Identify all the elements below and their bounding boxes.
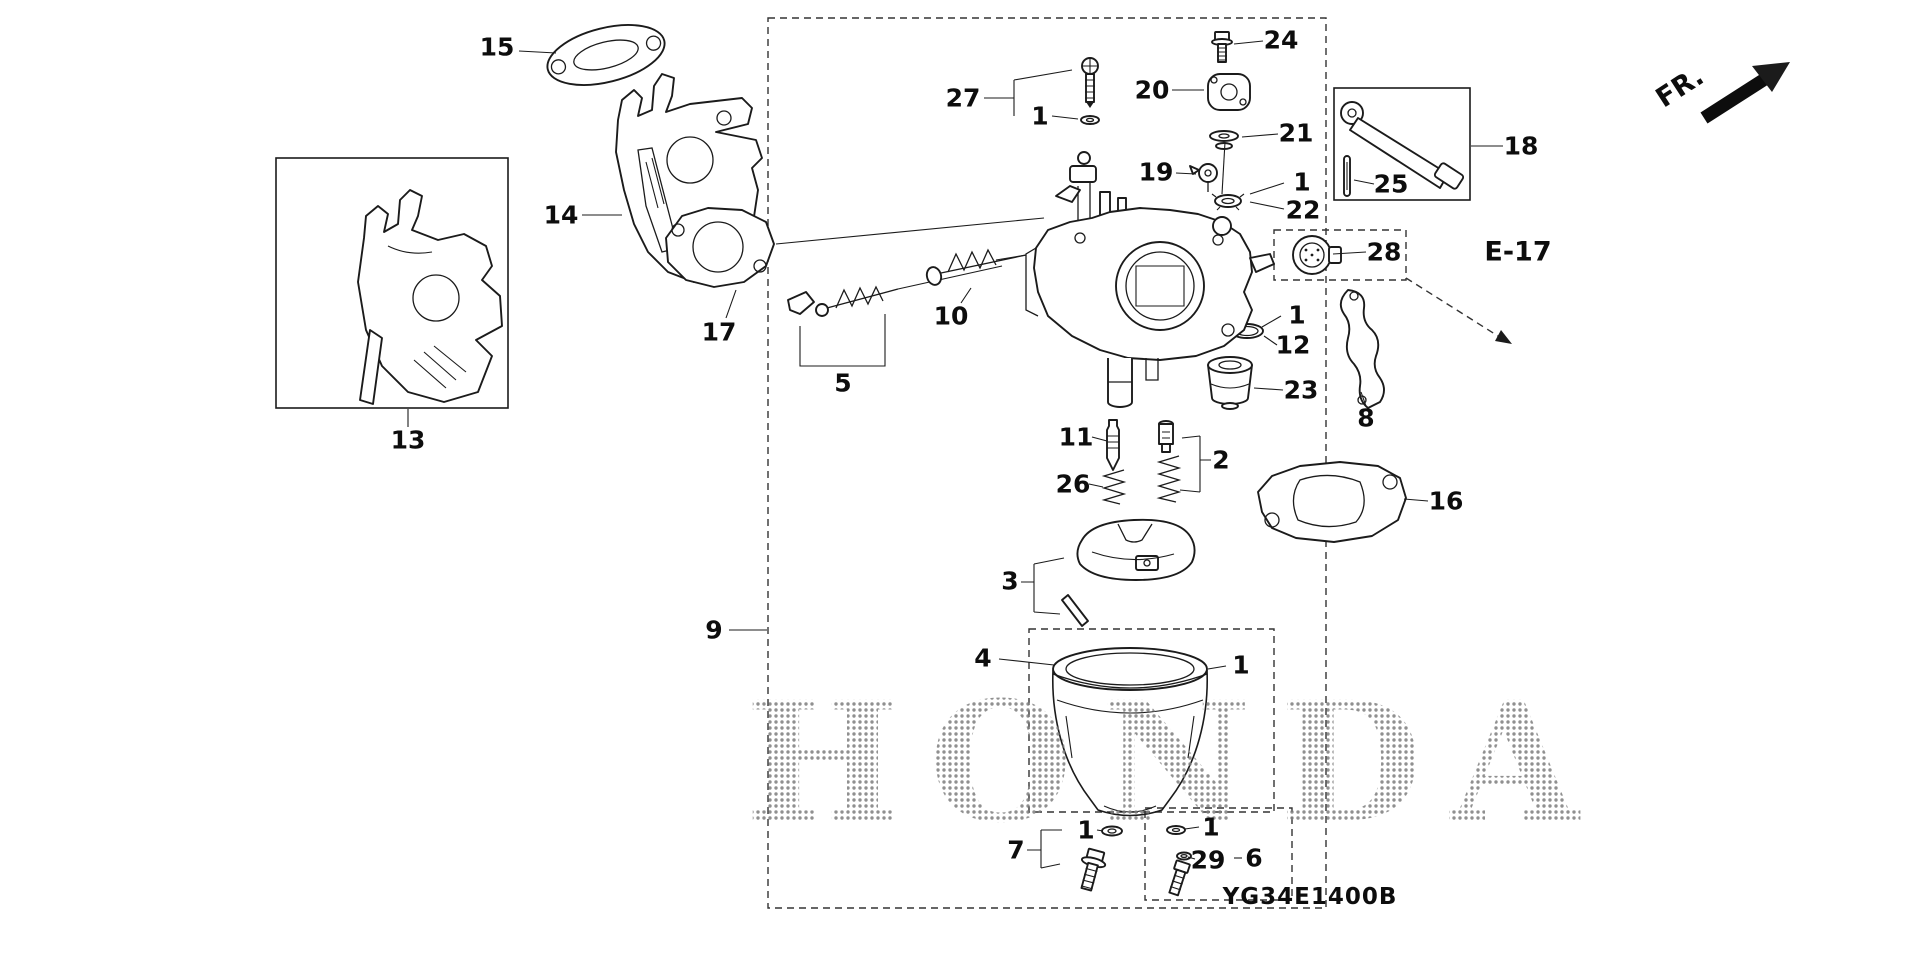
part-16-gasket: [1257, 461, 1407, 543]
honda-watermark: HONDA: [745, 665, 1607, 859]
drawing-code: YG34E1400B: [1222, 884, 1398, 910]
part-7-bolt: [1080, 847, 1107, 892]
callout-7: 7: [1007, 835, 1025, 865]
part-25-pin: [1343, 155, 1351, 197]
callout-19: 19: [1138, 157, 1174, 187]
leader-lines: [407, 40, 1503, 869]
callout-29: 29: [1190, 845, 1226, 875]
carburetor-body: [1025, 151, 1275, 408]
part-4-float-chamber: [1051, 647, 1209, 817]
callout-15: 15: [479, 32, 515, 62]
part-27-screw: [1081, 57, 1099, 108]
part-5-pilot-screw-set: [787, 285, 899, 317]
callout-11: 11: [1058, 422, 1094, 452]
part-23-cup: [1207, 356, 1253, 410]
part-3-float-pin: [1061, 594, 1089, 627]
callout-2: 2: [1212, 445, 1230, 475]
callout-22: 22: [1285, 195, 1321, 225]
part-19-valve: [1189, 141, 1226, 195]
part-11-nozzle: [1106, 419, 1120, 471]
group-box-float-chamber-4: [1028, 628, 1275, 813]
part-15-gasket: [546, 24, 666, 86]
callout-21: 21: [1278, 118, 1314, 148]
part-18-choke-lever: [1340, 101, 1465, 190]
callout-3: 3: [1001, 566, 1019, 596]
part-22-washer: [1211, 193, 1245, 211]
part-21-washer: [1209, 130, 1239, 150]
part-8-link: [1339, 289, 1385, 409]
group-box-drain-set-6: [1144, 807, 1293, 901]
fr-direction-arrow: [1700, 62, 1790, 124]
part-3-float: [1076, 518, 1196, 581]
group-box-part-13: [275, 157, 509, 409]
callout-17: 17: [701, 317, 737, 347]
part-20-cover: [1207, 73, 1251, 111]
callout-9: 9: [705, 615, 723, 645]
callout-18: 18: [1503, 131, 1539, 161]
part-17-gasket: [665, 207, 775, 288]
group-box-part-28: [1273, 229, 1407, 281]
callout-1-of-29: 1: [1202, 812, 1220, 842]
assembly-axis-lines: [775, 217, 1045, 290]
e17-reference-arrow: [1405, 277, 1512, 344]
e17-reference-label: E-17: [1484, 236, 1552, 268]
callout-1-of-12: 1: [1288, 300, 1306, 330]
part-26-spring: [1101, 469, 1127, 505]
part-10-throttle-stop-screw: [925, 248, 1027, 286]
callout-27: 27: [945, 83, 981, 113]
callout-13: 13: [390, 425, 426, 455]
callout-23: 23: [1283, 375, 1319, 405]
callout-10: 10: [933, 301, 969, 331]
group-box-part-18: [1333, 87, 1471, 201]
part-28-valve-assembly: [1292, 235, 1342, 275]
callout-12: 12: [1275, 330, 1311, 360]
callout-14: 14: [543, 200, 579, 230]
part-6-drain-washer-1: [1166, 825, 1186, 835]
callout-25: 25: [1373, 169, 1409, 199]
callout-16: 16: [1428, 486, 1464, 516]
part-27-washer: [1080, 115, 1100, 125]
part-13-heat-insulator-plate: [357, 189, 503, 405]
callout-1-of-4: 1: [1232, 650, 1250, 680]
callout-20: 20: [1134, 75, 1170, 105]
part-2-jet-set: [1156, 420, 1182, 503]
callout-24: 24: [1263, 25, 1299, 55]
callout-26: 26: [1055, 469, 1091, 499]
callout-5: 5: [834, 368, 852, 398]
callout-6: 6: [1245, 843, 1263, 873]
callout-8: 8: [1357, 403, 1375, 433]
part-29-seal-washer: [1176, 851, 1192, 861]
callout-1-of-7: 1: [1077, 815, 1095, 845]
callout-28: 28: [1366, 237, 1402, 267]
callout-1-of-27: 1: [1031, 101, 1049, 131]
callout-4: 4: [974, 643, 992, 673]
part-24-bolt: [1211, 31, 1233, 63]
part-6-drain-bolt: [1168, 859, 1191, 897]
callout-1-of-22: 1: [1293, 167, 1311, 197]
